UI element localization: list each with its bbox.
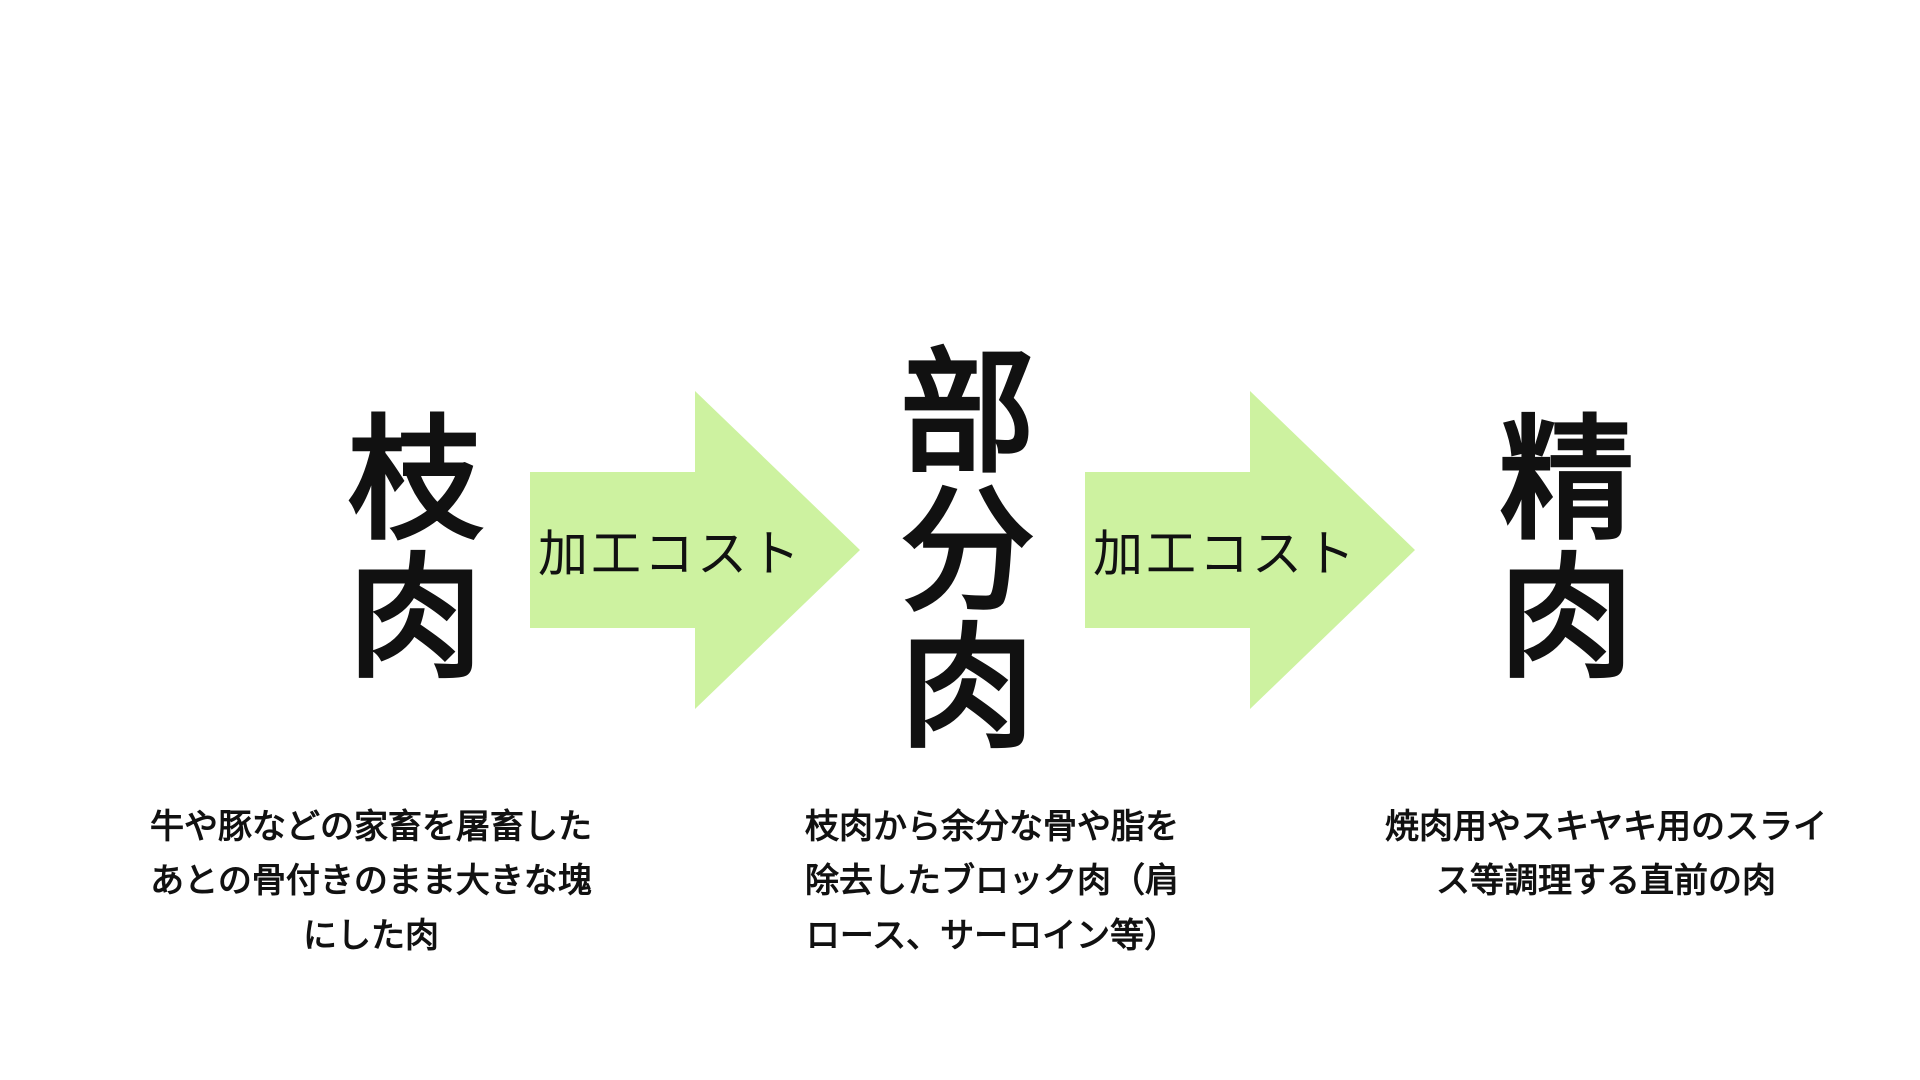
stage-term-primal-cuts: 部分肉 [900,335,1035,768]
right-arrow-icon [530,391,860,709]
arrow-label-processing-cost-1: 加工コスト [538,525,803,583]
stage-term-retail-meat: 精肉 [1499,402,1634,697]
arrow-primal-to-retail: 加工コスト [1085,391,1415,709]
stage-description-primal-cuts: 枝肉から余分な骨や脂を 除去したブロック肉（肩 ロース、サーロイン等） [805,807,1179,956]
arrow-label-processing-cost-2: 加工コスト [1093,525,1358,583]
arrow-carcass-to-primal: 加工コスト [530,391,860,709]
stage-term-carcass: 枝肉 [348,402,483,697]
right-arrow-icon [1085,391,1415,709]
stage-description-retail-meat: 焼肉用やスキヤキ用のスライ ス等調理する直前の肉 [1385,807,1827,902]
stage-description-carcass: 牛や豚などの家畜を屠畜した あとの骨付きのまま大きな塊 にした肉 [150,807,592,956]
